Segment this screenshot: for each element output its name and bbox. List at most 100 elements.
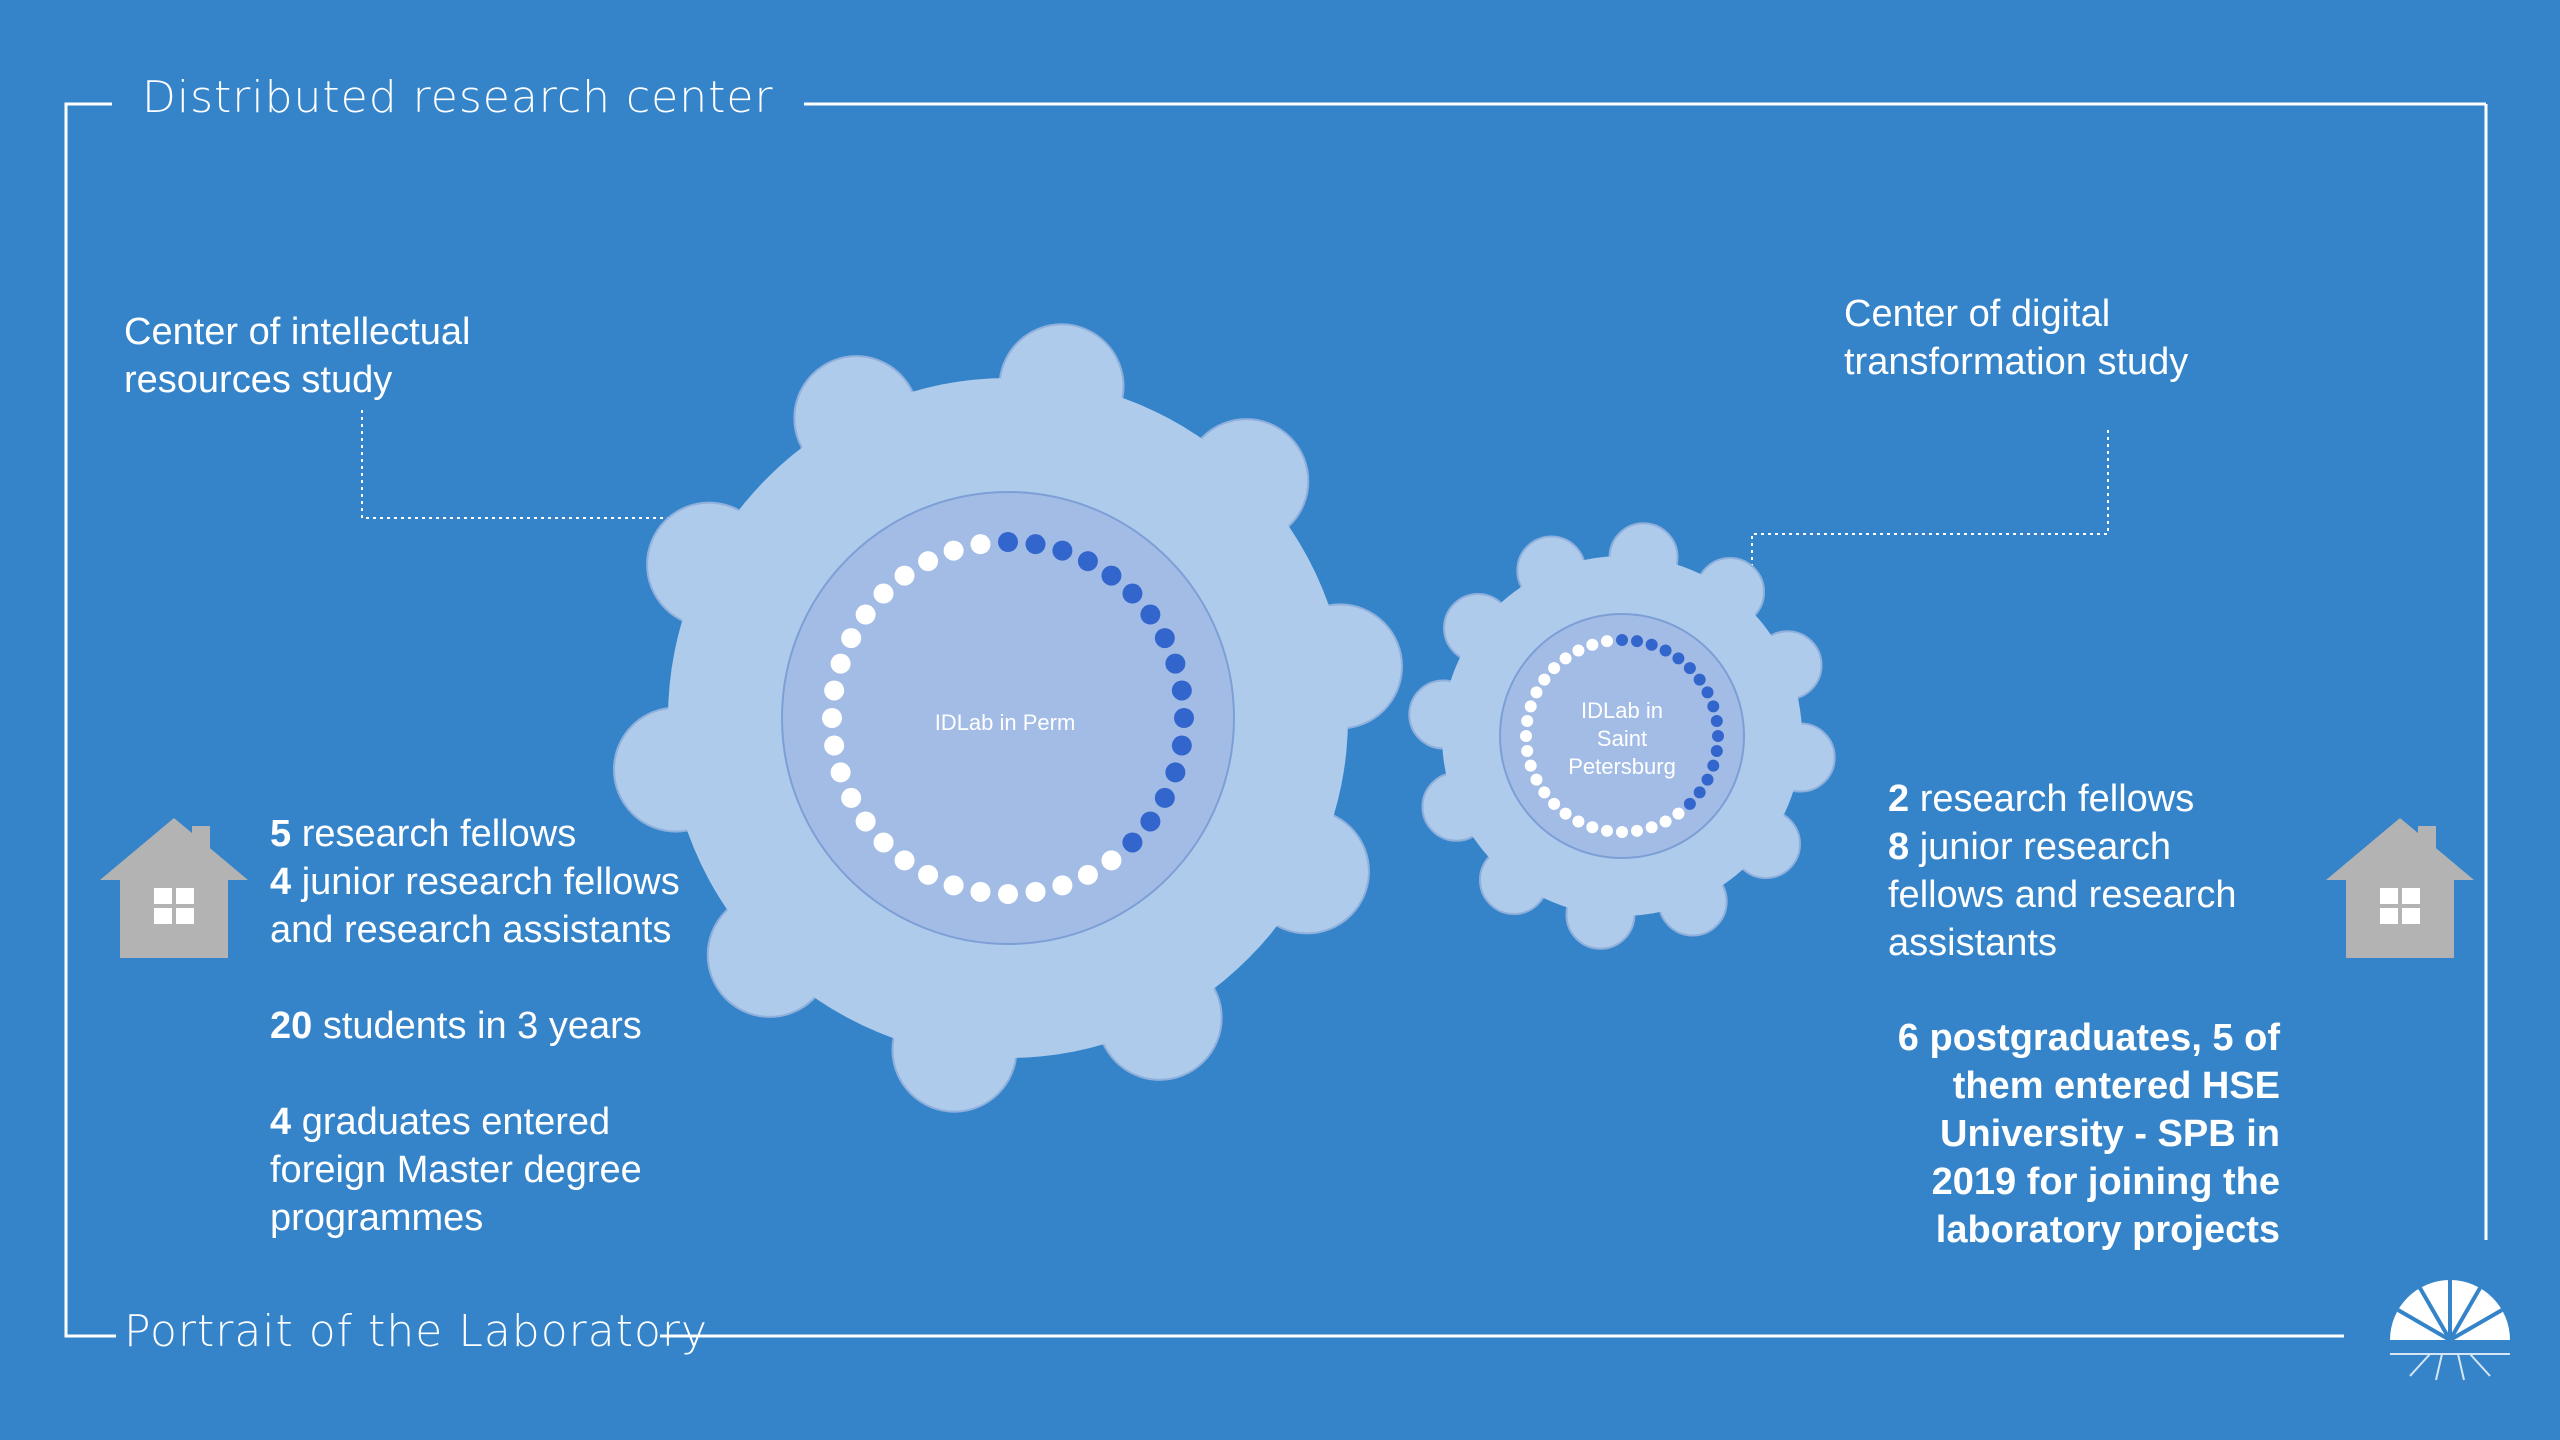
- right-center-label-line1: Center of digital: [1844, 293, 2111, 335]
- gear-dot: [1672, 807, 1685, 820]
- gear-dot: [1683, 662, 1696, 675]
- gear-dot: [1538, 786, 1551, 799]
- gear-dot: [1174, 708, 1194, 728]
- gear-dot: [1645, 821, 1658, 834]
- house-icon: [100, 818, 248, 958]
- gear-dot: [1521, 714, 1534, 727]
- gear-label-perm: IDLab in Perm: [935, 710, 1076, 735]
- gear-dot: [824, 680, 845, 701]
- left-center-label: Center of intellectual resources study: [124, 308, 564, 404]
- gear-dot: [1530, 686, 1543, 699]
- gear-dot: [1077, 551, 1098, 572]
- gear-dot: [1616, 634, 1628, 646]
- left-center-label-line2: resources study: [124, 359, 393, 401]
- stat-research-fellows: 2 research fellows: [1888, 778, 2195, 820]
- right-center-label: Center of digital transformation study: [1844, 290, 2284, 386]
- gear-label-spb-line3: Petersburg: [1568, 754, 1676, 779]
- gear-dot: [1154, 628, 1175, 649]
- stat-postgraduates: 6 postgraduates, 5 of them entered HSE U…: [1897, 1017, 2280, 1251]
- gear-dot: [1171, 680, 1192, 701]
- gear-dot: [1530, 773, 1543, 786]
- gear-dot: [1140, 811, 1161, 832]
- gear-dot: [830, 653, 851, 674]
- gear-dot: [1707, 700, 1720, 713]
- gear-spb: [1408, 522, 1836, 950]
- stat-junior-fellows: 4 junior research fellows and research a…: [270, 861, 680, 951]
- gear-dot: [1524, 700, 1537, 713]
- stat-junior-fellows: 8 junior research fellows and research a…: [1888, 826, 2237, 964]
- gear-dot: [894, 565, 915, 586]
- gear-dot: [1524, 759, 1537, 772]
- gear-dot: [1659, 644, 1672, 657]
- house-icon: [2326, 818, 2474, 958]
- stat-students: 20 students in 3 years: [270, 1005, 642, 1047]
- gear-dot: [1154, 787, 1175, 808]
- gear-dot: [1701, 773, 1714, 786]
- gear-dot: [1693, 673, 1706, 686]
- gear-hub: [1499, 613, 1745, 859]
- stat-research-fellows: 5 research fellows: [270, 813, 577, 855]
- gear-dot: [1052, 875, 1073, 896]
- gear-dot: [1586, 821, 1599, 834]
- gear-dot: [1025, 534, 1046, 555]
- gear-dot: [1559, 807, 1572, 820]
- gear-dot: [1140, 604, 1161, 625]
- left-stats: 5 research fellows 4 junior research fel…: [270, 810, 690, 1242]
- left-center-label-line1: Center of intellectual: [124, 311, 471, 353]
- gear-dot: [918, 551, 939, 572]
- gear-dot: [1600, 635, 1613, 648]
- gear-dot: [1171, 735, 1192, 756]
- gear-label-spb-line1: IDLab in: [1581, 698, 1663, 723]
- gear-dot: [970, 534, 991, 555]
- gear-dot: [873, 832, 894, 853]
- gear-dot: [970, 881, 991, 902]
- right-stats: 2 research fellows 8 junior research fel…: [1888, 775, 2288, 967]
- gear-dot: [1101, 565, 1122, 586]
- gear-dot: [855, 811, 876, 832]
- gear-dot: [1572, 644, 1585, 657]
- section-title: Distributed research center: [142, 72, 774, 123]
- gear-dot: [1025, 881, 1046, 902]
- gear-dot: [1548, 662, 1561, 675]
- gear-dot: [1659, 815, 1672, 828]
- gear-dot: [1077, 864, 1098, 885]
- gear-dot: [1701, 686, 1714, 699]
- gear-dot: [1572, 815, 1585, 828]
- gear-dot: [1165, 653, 1186, 674]
- gear-dot: [1683, 797, 1696, 810]
- gear-dot: [943, 875, 964, 896]
- gear-dot: [1122, 832, 1143, 853]
- gear-label-spb-line2: Saint: [1597, 726, 1647, 751]
- gear-dot: [1052, 540, 1073, 561]
- gear-dot: [918, 864, 939, 885]
- gear-dot: [830, 762, 851, 783]
- gear-dot: [841, 628, 862, 649]
- gear-dot: [1538, 673, 1551, 686]
- gear-dot: [1548, 797, 1561, 810]
- gear-dot: [1521, 745, 1534, 758]
- gear-dot: [1710, 745, 1723, 758]
- gear-dot: [1631, 635, 1644, 648]
- gear-dot: [841, 787, 862, 808]
- gear-dot: [1693, 786, 1706, 799]
- frame-lines: [64, 102, 2488, 1338]
- gear-dot: [1559, 652, 1572, 665]
- gear-dot: [1712, 730, 1724, 742]
- gear-dot: [1520, 730, 1532, 742]
- stat-graduates: 4 graduates entered foreign Master degre…: [270, 1101, 642, 1239]
- gear-dot: [1707, 759, 1720, 772]
- gear-dot: [1586, 638, 1599, 651]
- gear-hub: [781, 491, 1235, 945]
- shell-logo-icon: [2390, 1280, 2510, 1381]
- section-subtitle: Portrait of the Laboratory: [124, 1306, 709, 1357]
- gear-dot: [1165, 762, 1186, 783]
- gear-dot: [1616, 826, 1628, 838]
- gear-dot: [943, 540, 964, 561]
- gear-dot: [1710, 714, 1723, 727]
- gear-dot: [824, 735, 845, 756]
- gear-dot: [1645, 638, 1658, 651]
- gear-dot: [1631, 824, 1644, 837]
- gear-dot: [822, 708, 842, 728]
- gear-dot: [1101, 850, 1122, 871]
